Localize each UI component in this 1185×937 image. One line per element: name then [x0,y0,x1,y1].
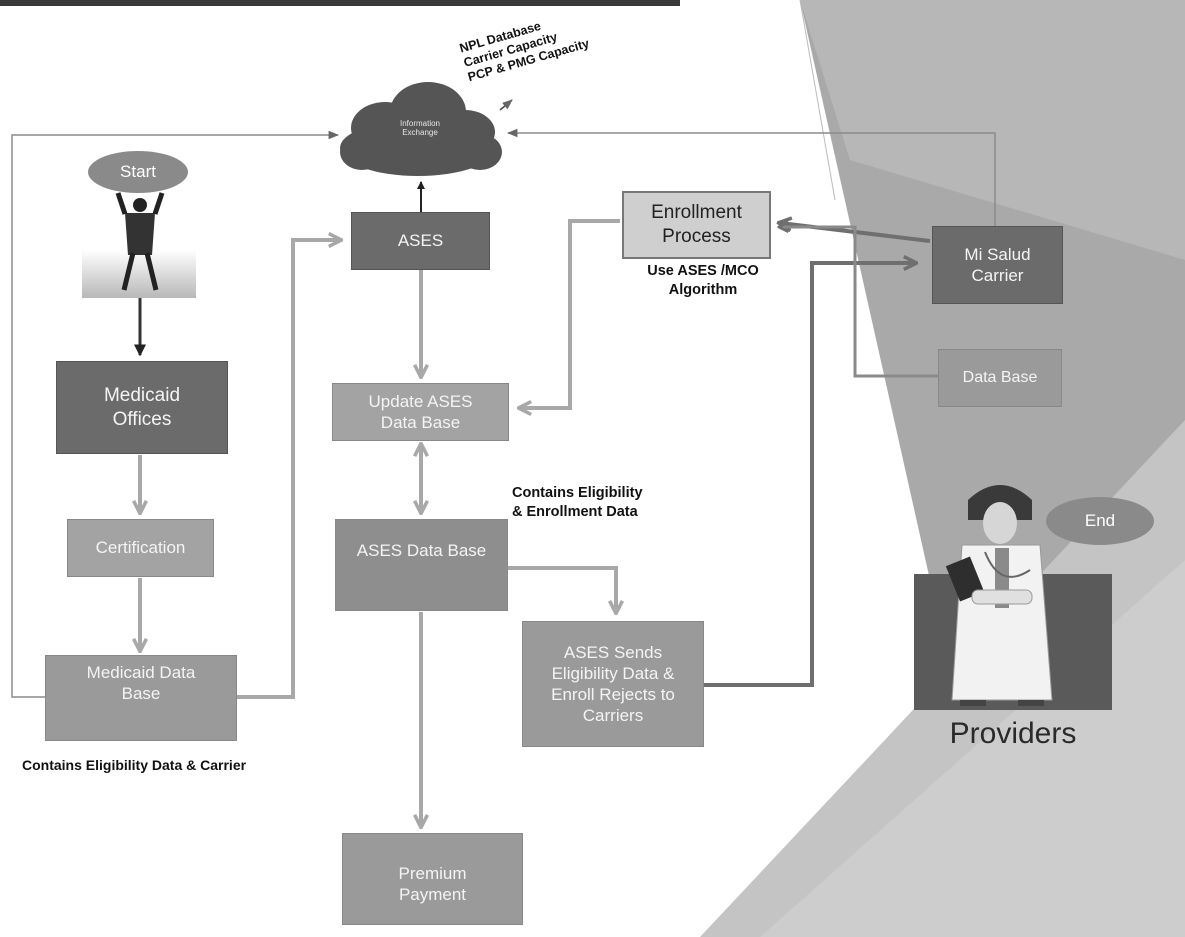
connector-cloud-annotation [499,99,513,111]
connector-medicaid-db-to-cloud [11,130,340,698]
premium-payment-box[interactable]: Premium Payment [342,833,523,925]
start-ellipse[interactable]: Start [88,151,188,193]
enrollment-process-label: Enrollment Process [651,202,742,247]
end-label: End [1084,511,1116,530]
data-base-box[interactable]: Data Base [938,349,1062,407]
cloud-inner-label: Information Exchange [399,119,441,137]
ases-sends-label: ASES Sends Eligibility Data & Enroll Rej… [551,642,675,726]
top-bar [0,0,680,6]
certification-box[interactable]: Certification [67,519,214,577]
connector-ases-db-to-sends [505,566,616,612]
update-ases-db-label: Update ASES Data Base [368,391,473,432]
bg-panel-mid [800,0,1185,260]
doctor-picture [914,485,1112,710]
algorithm-note: Use ASES /MCO Algorithm [647,263,759,298]
ases-data-base-label: ASES Data Base [356,541,487,560]
connector-sends-to-mi-salud [704,263,915,687]
end-ellipse[interactable]: End [1046,497,1154,545]
certification-label: Certification [95,538,186,558]
providers-label: Providers [949,717,1077,750]
contains-eligibility-carrier-note: Contains Eligibility Data & Carrier [22,757,247,773]
connector-enrollment-to-update-db [520,219,620,408]
ases-box[interactable]: ASES [351,212,490,270]
connector-db-to-enrollment [780,227,938,378]
ases-sends-box[interactable]: ASES Sends Eligibility Data & Enroll Rej… [522,621,704,747]
contains-eligibility-enrollment-note: Contains Eligibility & Enrollment Data [512,485,643,520]
ases-label: ASES [397,231,444,251]
medicaid-offices-label: Medicaid Offices [103,384,181,430]
connector-mi-salud-to-cloud [506,128,996,228]
mi-salud-carrier-label: Mi Salud Carrier [964,244,1031,285]
premium-payment-label: Premium Payment [398,863,467,904]
medicaid-data-base-box[interactable]: Medicaid Data Base [45,655,237,741]
ases-data-base-box[interactable]: ASES Data Base [335,519,508,611]
start-label: Start [120,162,156,181]
medicaid-offices-box[interactable]: Medicaid Offices [56,361,228,454]
bg-thin-line [799,0,836,201]
medicaid-data-base-label: Medicaid Data Base [86,663,196,704]
start-person-figure [82,192,196,298]
connector-medicaid-db-to-ases [237,240,340,699]
data-base-label: Data Base [962,369,1038,386]
enrollment-process-box[interactable]: Enrollment Process [622,191,771,259]
update-ases-db-box[interactable]: Update ASES Data Base [332,383,509,441]
cloud-shape [340,82,502,176]
mi-salud-carrier-box[interactable]: Mi Salud Carrier [932,226,1063,304]
